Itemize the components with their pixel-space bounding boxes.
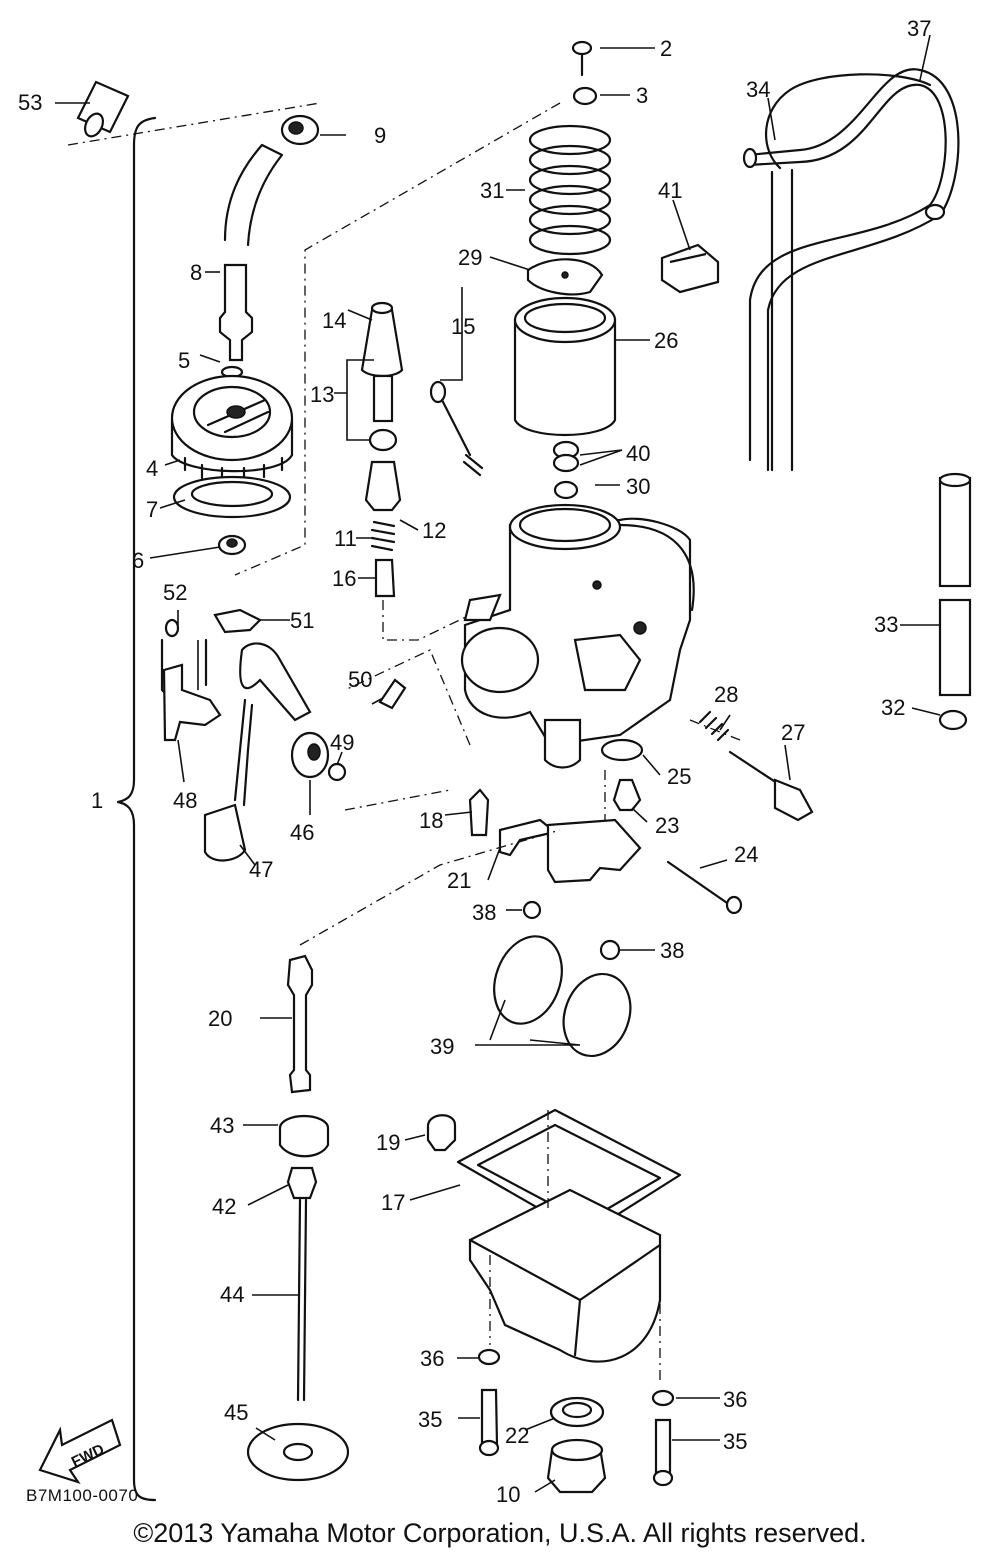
part-label-38a: 38	[472, 900, 496, 925]
part-label-1: 1	[91, 788, 103, 813]
part-label-5: 5	[178, 348, 190, 373]
part-label-35a: 35	[418, 1407, 442, 1432]
part-label-33: 33	[874, 612, 898, 637]
part-label-19: 19	[376, 1130, 400, 1155]
part-8-9-vent-tube	[218, 114, 320, 379]
part-15-pilot-screw	[429, 380, 484, 477]
part-label-20: 20	[208, 1006, 232, 1031]
part-label-12: 12	[422, 518, 446, 543]
part-label-51: 51	[290, 608, 314, 633]
part-label-52: 52	[163, 580, 187, 605]
part-label-39: 39	[430, 1034, 454, 1059]
part-label-13: 13	[310, 382, 334, 407]
part-38-39-floats	[493, 900, 632, 1058]
part-14-13-12-11-16-jets	[360, 301, 471, 641]
part-label-18: 18	[419, 808, 443, 833]
part-label-37: 37	[907, 16, 931, 41]
part-label-14: 14	[322, 308, 346, 333]
part-label-49: 49	[330, 730, 354, 755]
part-label-50: 50	[348, 667, 372, 692]
carburetor-exploded-diagram: FWD 1 2 3 4 5 6 7 8 9 10 11 12 13 14 15 …	[18, 16, 972, 1505]
part-label-38b: 38	[660, 938, 684, 963]
part-label-34: 34	[746, 77, 770, 102]
part-label-28: 28	[714, 682, 738, 707]
assembly-bracket	[116, 116, 157, 1502]
part-41-clip	[660, 243, 720, 294]
part-label-8: 8	[190, 260, 202, 285]
part-label-29: 29	[458, 245, 482, 270]
part-label-30: 30	[626, 474, 650, 499]
part-10-22-35-36-drain	[477, 1348, 675, 1494]
part-label-11: 11	[334, 526, 357, 551]
part-label-3: 3	[636, 83, 648, 108]
part-label-10: 10	[496, 1482, 520, 1505]
part-53-sleeve	[76, 80, 130, 138]
part-20-42-43-44-45-jets	[246, 829, 561, 1482]
part-4-7-6-top-cap	[170, 374, 294, 556]
part-label-26: 26	[654, 328, 678, 353]
part-label-32: 32	[881, 695, 905, 720]
part-label-36a: 36	[420, 1346, 444, 1371]
part-label-4: 4	[146, 456, 158, 481]
part-label-31: 31	[480, 178, 504, 203]
drawing-code: B7M100-0070	[26, 1486, 139, 1505]
part-label-36b: 36	[723, 1387, 747, 1412]
part-label-16: 16	[332, 566, 356, 591]
part-label-7: 7	[146, 497, 158, 522]
part-number-labels: 1 2 3 4 5 6 7 8 9 10 11 12 13 14 15 16 1…	[18, 16, 931, 1505]
part-18-21-23-24-25-27-28	[468, 710, 814, 915]
part-label-17: 17	[381, 1190, 405, 1215]
part-label-15: 15	[451, 314, 475, 339]
part-label-43: 43	[210, 1113, 234, 1138]
part-label-42: 42	[212, 1194, 236, 1219]
part-label-2: 2	[660, 36, 672, 61]
part-46-52-choke-parts	[160, 608, 471, 862]
part-34-37-33-tubes	[742, 68, 972, 731]
part-label-44: 44	[220, 1282, 244, 1307]
part-label-46: 46	[290, 820, 314, 845]
copyright-notice: ©2013 Yamaha Motor Corporation, U.S.A. A…	[133, 1518, 867, 1548]
part-label-40: 40	[626, 441, 650, 466]
part-label-41: 41	[658, 178, 682, 203]
part-label-53: 53	[18, 90, 42, 115]
part-17-19-float-bowl	[426, 1108, 682, 1380]
part-label-35b: 35	[723, 1429, 747, 1454]
carburetor-body	[460, 503, 695, 769]
part-label-45: 45	[224, 1400, 248, 1425]
fwd-arrow-icon: FWD	[38, 1418, 122, 1484]
part-label-6: 6	[132, 548, 144, 573]
part-label-22: 22	[505, 1423, 529, 1448]
part-2-3-31-29-26-slide	[513, 40, 617, 500]
part-label-27: 27	[781, 720, 805, 745]
part-label-47: 47	[249, 857, 273, 882]
part-label-21: 21	[447, 868, 471, 893]
part-label-25: 25	[667, 764, 691, 789]
part-label-23: 23	[655, 813, 679, 838]
assembly-boundary-line	[67, 102, 561, 576]
part-label-9: 9	[374, 123, 386, 148]
part-label-48: 48	[173, 788, 197, 813]
part-label-24: 24	[734, 842, 758, 867]
leader-lines	[55, 34, 941, 1493]
